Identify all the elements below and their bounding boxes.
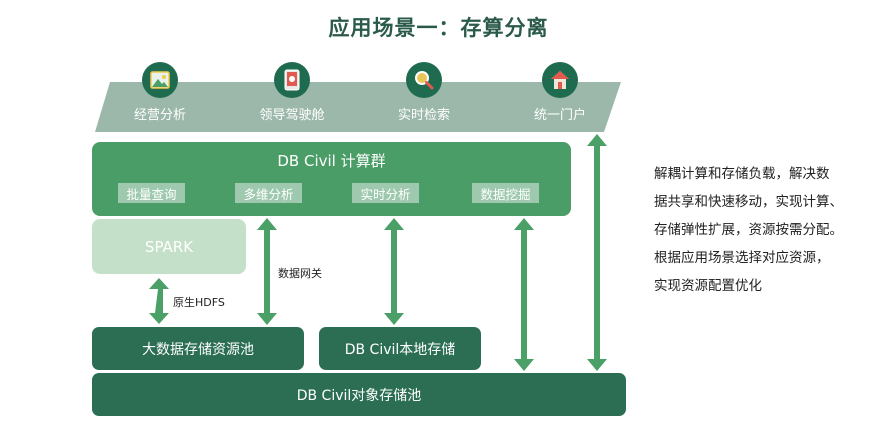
- cluster-title: DB Civil 计算群: [277, 152, 386, 170]
- tag-multidim-analysis: 多维分析: [235, 183, 302, 203]
- description-line: 存储弹性扩展，资源按需分配。: [654, 222, 843, 238]
- app-label: 实时检索: [397, 108, 450, 123]
- arrow-data-gateway: [257, 218, 277, 325]
- app-label: 经营分析: [133, 108, 186, 123]
- local-storage: DB Civil本地存储: [319, 327, 481, 370]
- phone-icon: [274, 62, 310, 98]
- app-leadership-cockpit: 领导驾驶舱: [242, 62, 342, 123]
- description-line: 解耦计算和存储负载，解决数: [654, 166, 830, 182]
- description-line: 实现资源配置优化: [654, 278, 762, 294]
- description-line: 据共享和快速移动，实现计算、: [654, 194, 843, 210]
- tag-batch-query: 批量查询: [118, 183, 185, 203]
- description-line: 根据应用场景选择对应资源，: [654, 250, 830, 266]
- image-icon: [142, 62, 178, 98]
- big-data-storage-pool: 大数据存储资源池: [92, 327, 304, 370]
- arrow-local-storage: [384, 218, 404, 325]
- page-title: 应用场景一：存算分离: [328, 16, 549, 40]
- app-unified-portal: 统一门户: [510, 62, 610, 123]
- description: 解耦计算和存储负载，解决数 据共享和快速移动，实现计算、 存储弹性扩展，资源按需…: [654, 160, 869, 300]
- native-hdfs-label: 原生HDFS: [173, 296, 225, 309]
- object-storage-pool: DB Civil对象存储池: [92, 373, 626, 416]
- arrows: [149, 134, 607, 371]
- arrow-object-storage: [514, 218, 534, 371]
- data-gateway-label: 数据网关: [278, 267, 322, 280]
- tag-data-mining: 数据挖掘: [472, 183, 539, 203]
- compute-cluster: DB Civil 计算群: [92, 142, 571, 216]
- arrow-portal-object-storage: [587, 134, 607, 371]
- home-icon: [542, 62, 578, 98]
- app-label: 统一门户: [533, 108, 586, 123]
- search-icon: [406, 62, 442, 98]
- arrow-native-hdfs: [149, 278, 169, 324]
- tag-realtime-analysis: 实时分析: [352, 183, 419, 203]
- app-label: 领导驾驶舱: [259, 108, 325, 123]
- app-realtime-search: 实时检索: [374, 62, 474, 123]
- app-business-analysis: 经营分析: [110, 62, 210, 123]
- application-banner: [95, 82, 621, 132]
- spark-box: SPARK: [92, 219, 246, 274]
